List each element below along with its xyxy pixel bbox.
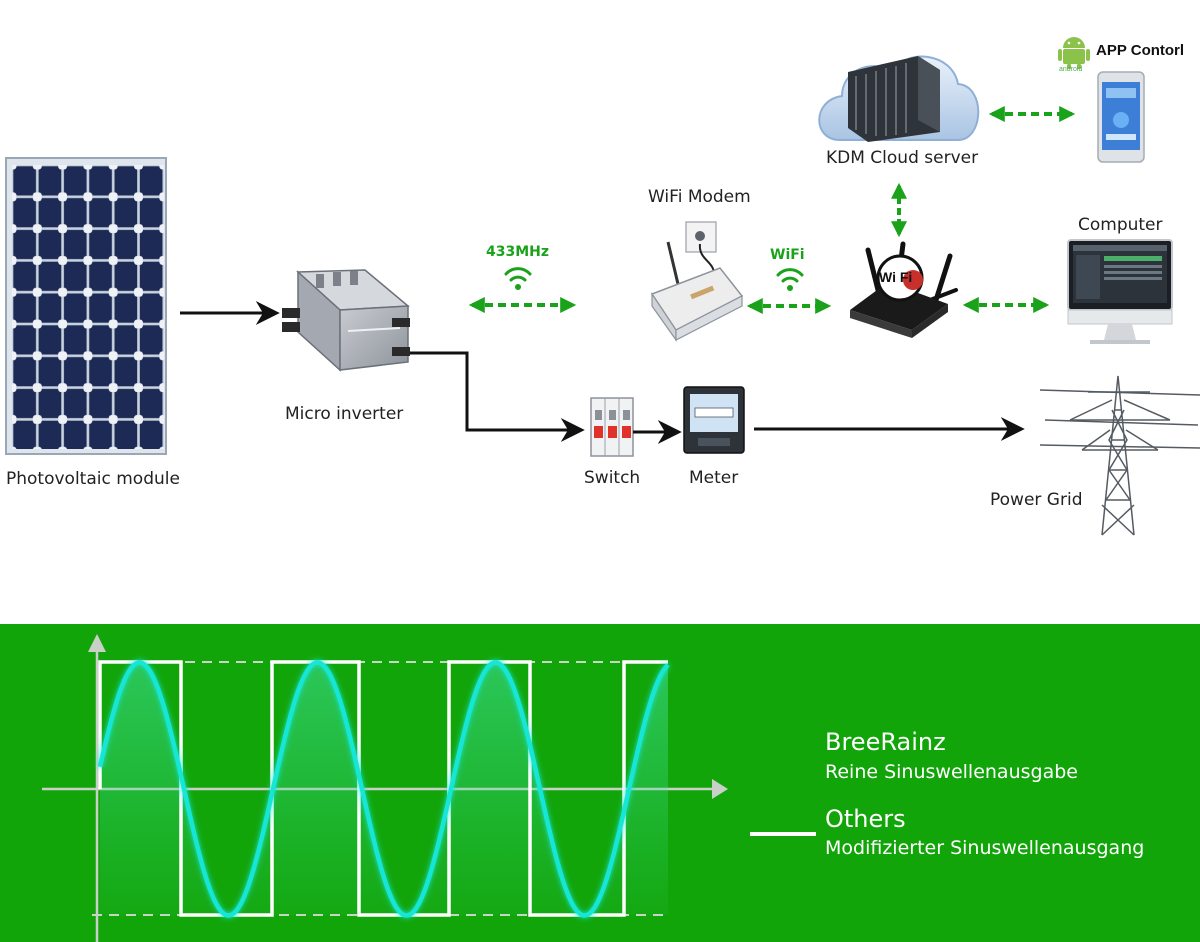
photovoltaic-module bbox=[5, 157, 167, 455]
cloud-server-label: KDM Cloud server bbox=[826, 148, 979, 168]
switch-breaker bbox=[590, 397, 634, 457]
wifi-modem-label: WiFi Modem bbox=[648, 187, 751, 207]
legend-title-breerainz: BreeRainz bbox=[825, 728, 946, 756]
system-diagram bbox=[5, 37, 1200, 536]
inverter-to-switch-line bbox=[410, 351, 585, 442]
smartphone bbox=[1097, 71, 1145, 163]
frequency-label: 433MHz bbox=[486, 244, 550, 260]
computer bbox=[1067, 239, 1173, 344]
legend-title-others: Others bbox=[825, 805, 906, 833]
meter-label: Meter bbox=[689, 468, 739, 488]
wifi-signal-icon bbox=[776, 268, 804, 291]
android-label: android bbox=[1059, 66, 1083, 73]
photovoltaic-module-label: Photovoltaic module bbox=[6, 469, 180, 489]
electric-meter bbox=[683, 386, 745, 454]
x-axis-arrowhead bbox=[712, 779, 728, 799]
micro-inverter-label: Micro inverter bbox=[285, 404, 404, 424]
wifi-router bbox=[850, 241, 958, 338]
android-icon bbox=[1058, 37, 1090, 69]
power-grid-label: Power Grid bbox=[990, 490, 1083, 510]
wifi-signal-icon-433 bbox=[504, 267, 532, 290]
modified-sine-wave bbox=[98, 660, 668, 917]
switch-label: Switch bbox=[584, 468, 641, 488]
cloud-server bbox=[818, 55, 980, 142]
router-wifi-badge: Wi Fi bbox=[879, 269, 913, 285]
power-grid-tower bbox=[1039, 375, 1200, 536]
y-axis-arrowhead bbox=[88, 634, 106, 652]
waveform-comparison bbox=[42, 634, 816, 942]
wifi-modem bbox=[650, 221, 744, 342]
micro-inverter bbox=[282, 269, 410, 372]
legend-subtitle-breerainz: Reine Sinuswellenausgabe bbox=[825, 761, 1078, 783]
legend-subtitle-others: Modifizierter Sinuswellenausgang bbox=[825, 837, 1145, 859]
pure-sine-wave bbox=[97, 660, 670, 918]
waveform-panel: BreeRainz Reine Sinuswellenausgabe Other… bbox=[0, 624, 1200, 942]
app-control-label: APP Contorl bbox=[1096, 42, 1185, 59]
computer-label: Computer bbox=[1078, 215, 1163, 235]
sine-wave-fill bbox=[100, 662, 668, 916]
wifi-label: WiFi bbox=[770, 247, 805, 263]
